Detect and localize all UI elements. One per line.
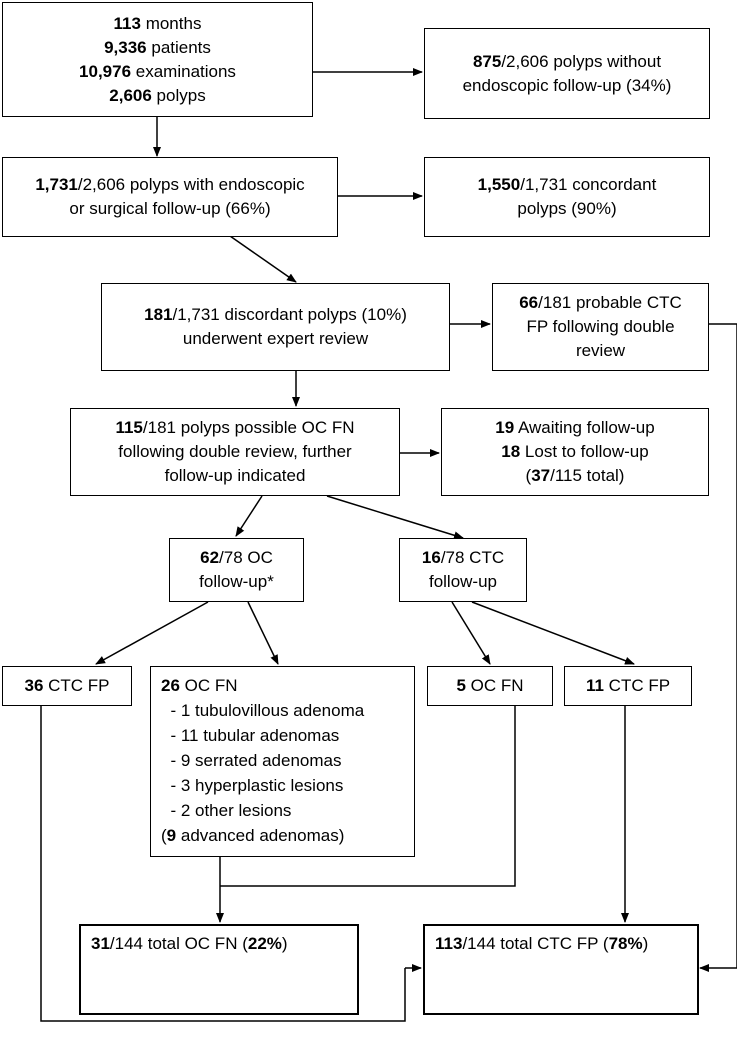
- without-followup-line-2: endoscopic follow-up (34%): [462, 75, 672, 95]
- discordant-line-1: 181/1,731 discordant polyps (10%): [144, 305, 407, 324]
- arrow-b7-b9: [235, 495, 263, 537]
- total-line: (37/115 total): [525, 466, 625, 485]
- oc-followup-line-1: 62/78 OC: [200, 548, 273, 567]
- probable-ctc-line-2: FP following double: [526, 317, 675, 336]
- box-discordant: 181/1,731 discordant polyps (10%) underw…: [101, 283, 450, 371]
- box-ctc-followup: 16/78 CTC follow-up: [399, 538, 527, 602]
- box-11-ctc-fp: 11 CTC FP: [564, 666, 692, 706]
- ctc-followup-line-2: follow-up: [428, 572, 498, 591]
- oc-fn-26-line-2: - 1 tubulovillous adenoma: [161, 701, 365, 720]
- total-oc-fn-line: 31/144 total OC FN (22%): [91, 934, 288, 953]
- overview-line-2: 9,336 patients: [104, 37, 211, 57]
- without-followup-line-1: 875/2,606 polyps without: [472, 51, 662, 71]
- box-study-overview: 113 months 9,336 patients 10,976 examina…: [2, 2, 313, 117]
- concordant-line-1: 1,550/1,731 concordant: [477, 175, 657, 194]
- ctc-followup-line-1: 16/78 CTC: [421, 548, 505, 567]
- overview-line-4: 2,606 polyps: [109, 85, 206, 105]
- total-ctc-fp-line: 113/144 total CTC FP (78%): [435, 934, 649, 953]
- lost-line: 18 Lost to follow-up: [501, 442, 649, 461]
- oc-fn-26-line-1: 26 OC FN: [161, 676, 238, 695]
- box-total-oc-fn: 31/144 total OC FN (22%): [79, 924, 359, 1015]
- arrow-b6-b16: [709, 323, 737, 968]
- probable-ctc-line-3: review: [575, 341, 626, 360]
- box-probable-ctc-fp: 66/181 probable CTC FP following double …: [492, 283, 709, 371]
- with-followup-line-2: or surgical follow-up (66%): [69, 199, 271, 218]
- awaiting-line: 19 Awaiting follow-up: [495, 418, 655, 437]
- box-26-oc-fn: 26 OC FN - 1 tubulovillous adenoma - 11 …: [150, 666, 415, 857]
- arrow-b3-b5: [229, 235, 297, 283]
- possible-oc-line-3: follow-up indicated: [164, 466, 306, 485]
- box-concordant: 1,550/1,731 concordant polyps (90%): [424, 157, 710, 237]
- oc-fn-26-line-3: - 11 tubular adenomas: [161, 726, 340, 745]
- ctc-fp-11-line: 11 CTC FP: [585, 676, 671, 695]
- discordant-line-2: underwent expert review: [182, 329, 369, 348]
- concordant-line-2: polyps (90%): [517, 199, 617, 218]
- probable-ctc-line-1: 66/181 probable CTC: [519, 293, 682, 312]
- possible-oc-line-1: 115/181 polyps possible OC FN: [115, 418, 355, 437]
- arrow-b12-b13-b15: [220, 706, 516, 887]
- oc-fn-26-line-6: - 2 other lesions: [161, 801, 292, 820]
- arrow-b9-b11: [95, 601, 209, 665]
- ctc-fp-36-line: 36 CTC FP: [24, 676, 110, 695]
- overview-line-1: 113 months: [113, 13, 202, 33]
- box-without-followup: 875/2,606 polyps without endoscopic foll…: [424, 28, 710, 119]
- arrow-b11-b16: [40, 706, 406, 1022]
- oc-fn-26-line-5: - 3 hyperplastic lesions: [161, 776, 344, 795]
- arrow-b7-b10: [326, 495, 464, 540]
- box-with-followup: 1,731/2,606 polyps with endoscopic or su…: [2, 157, 338, 237]
- box-oc-followup: 62/78 OC follow-up*: [169, 538, 304, 602]
- oc-followup-line-2: follow-up*: [199, 572, 274, 591]
- possible-oc-line-2: following double review, further: [118, 442, 352, 461]
- arrow-b10-b13: [451, 601, 491, 665]
- oc-fn-5-line: 5 OC FN: [456, 676, 524, 695]
- box-possible-oc-fn: 115/181 polyps possible OC FN following …: [70, 408, 400, 496]
- overview-line-3: 10,976 examinations: [79, 61, 236, 81]
- box-5-oc-fn: 5 OC FN: [427, 666, 553, 706]
- arrow-b9-b12: [247, 601, 279, 665]
- with-followup-line-1: 1,731/2,606 polyps with endoscopic: [35, 175, 305, 194]
- arrow-b10-b14: [471, 601, 635, 665]
- box-awaiting-lost: 19 Awaiting follow-up 18 Lost to follow-…: [441, 408, 709, 496]
- box-total-ctc-fp: 113/144 total CTC FP (78%): [423, 924, 699, 1015]
- box-36-ctc-fp: 36 CTC FP: [2, 666, 132, 706]
- oc-fn-26-line-7: (9 advanced adenomas): [161, 826, 345, 845]
- oc-fn-26-line-4: - 9 serrated adenomas: [161, 751, 342, 770]
